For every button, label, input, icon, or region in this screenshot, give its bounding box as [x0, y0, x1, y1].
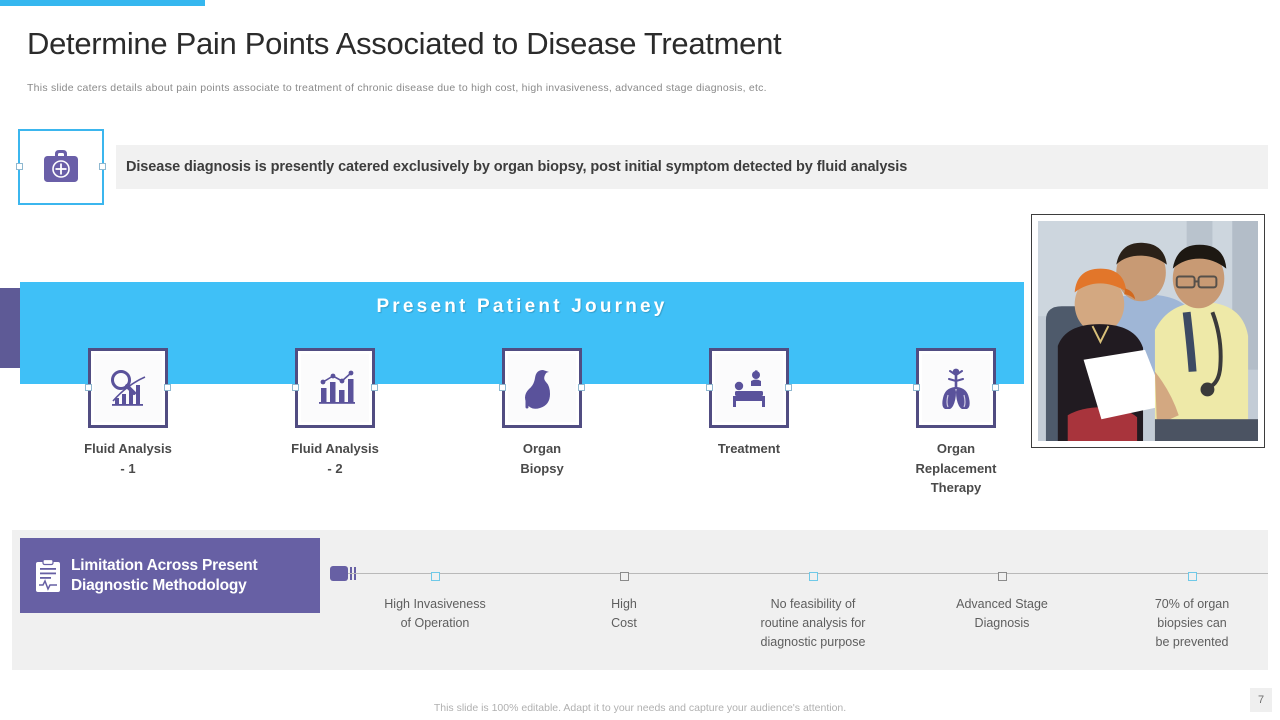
stomach-icon	[523, 367, 561, 409]
timeline-line	[348, 573, 1268, 574]
journey-step-4-box[interactable]	[706, 348, 792, 428]
timeline-marker[interactable]	[430, 572, 440, 581]
selection-handle-right[interactable]	[992, 384, 999, 391]
selection-handle-left[interactable]	[16, 163, 23, 170]
doctor-consulting-patient-photo	[1038, 221, 1258, 441]
selection-handle-right[interactable]	[99, 163, 106, 170]
journey-step-2[interactable]: Fluid Analysis- 2	[275, 348, 395, 478]
selection-handle-left[interactable]	[499, 384, 506, 391]
journey-step-1-label: Fluid Analysis- 1	[84, 441, 172, 476]
journey-step-1-box[interactable]	[85, 348, 171, 428]
journey-step-1[interactable]: Fluid Analysis- 1	[68, 348, 188, 478]
medical-bag-icon	[39, 147, 83, 187]
selection-handle-left[interactable]	[913, 384, 920, 391]
clipboard-report-icon	[34, 558, 62, 593]
statement-icon-box[interactable]	[16, 129, 106, 205]
journey-step-4-label: Treatment	[717, 441, 781, 456]
magnifier-chart-icon	[105, 367, 151, 409]
journey-step-2-box[interactable]	[292, 348, 378, 428]
lungs-icon	[936, 367, 976, 409]
timeline-marker[interactable]	[808, 572, 818, 581]
selection-handle-left[interactable]	[292, 384, 299, 391]
timeline-marker[interactable]	[619, 572, 629, 581]
statement-text: Disease diagnosis is presently catered e…	[126, 159, 908, 175]
page-number: 7	[1250, 688, 1272, 712]
timeline-marker[interactable]	[997, 572, 1007, 581]
top-accent-bar	[0, 0, 205, 6]
journey-step-5-box[interactable]	[913, 348, 999, 428]
photo-frame	[1031, 214, 1265, 448]
journey-step-4[interactable]: Treatment	[689, 348, 809, 459]
journey-step-3-box[interactable]	[499, 348, 585, 428]
selection-handle-right[interactable]	[785, 384, 792, 391]
selection-handle-left[interactable]	[85, 384, 92, 391]
bar-line-chart-icon	[313, 368, 357, 408]
page-title: Determine Pain Points Associated to Dise…	[27, 26, 782, 61]
selection-handle-right[interactable]	[371, 384, 378, 391]
page-subtitle: This slide caters details about pain poi…	[27, 82, 767, 94]
selection-handle-right[interactable]	[578, 384, 585, 391]
timeline-start-connector	[330, 566, 352, 581]
patient-bed-icon	[726, 369, 772, 407]
selection-handle-right[interactable]	[164, 384, 171, 391]
statement-banner: Disease diagnosis is presently catered e…	[116, 145, 1268, 189]
footer-note: This slide is 100% editable. Adapt it to…	[433, 702, 847, 714]
selection-handle-left[interactable]	[706, 384, 713, 391]
journey-title: Present Patient Journey	[376, 296, 668, 317]
timeline-marker[interactable]	[1187, 572, 1197, 581]
journey-step-2-label: Fluid Analysis- 2	[291, 441, 379, 476]
